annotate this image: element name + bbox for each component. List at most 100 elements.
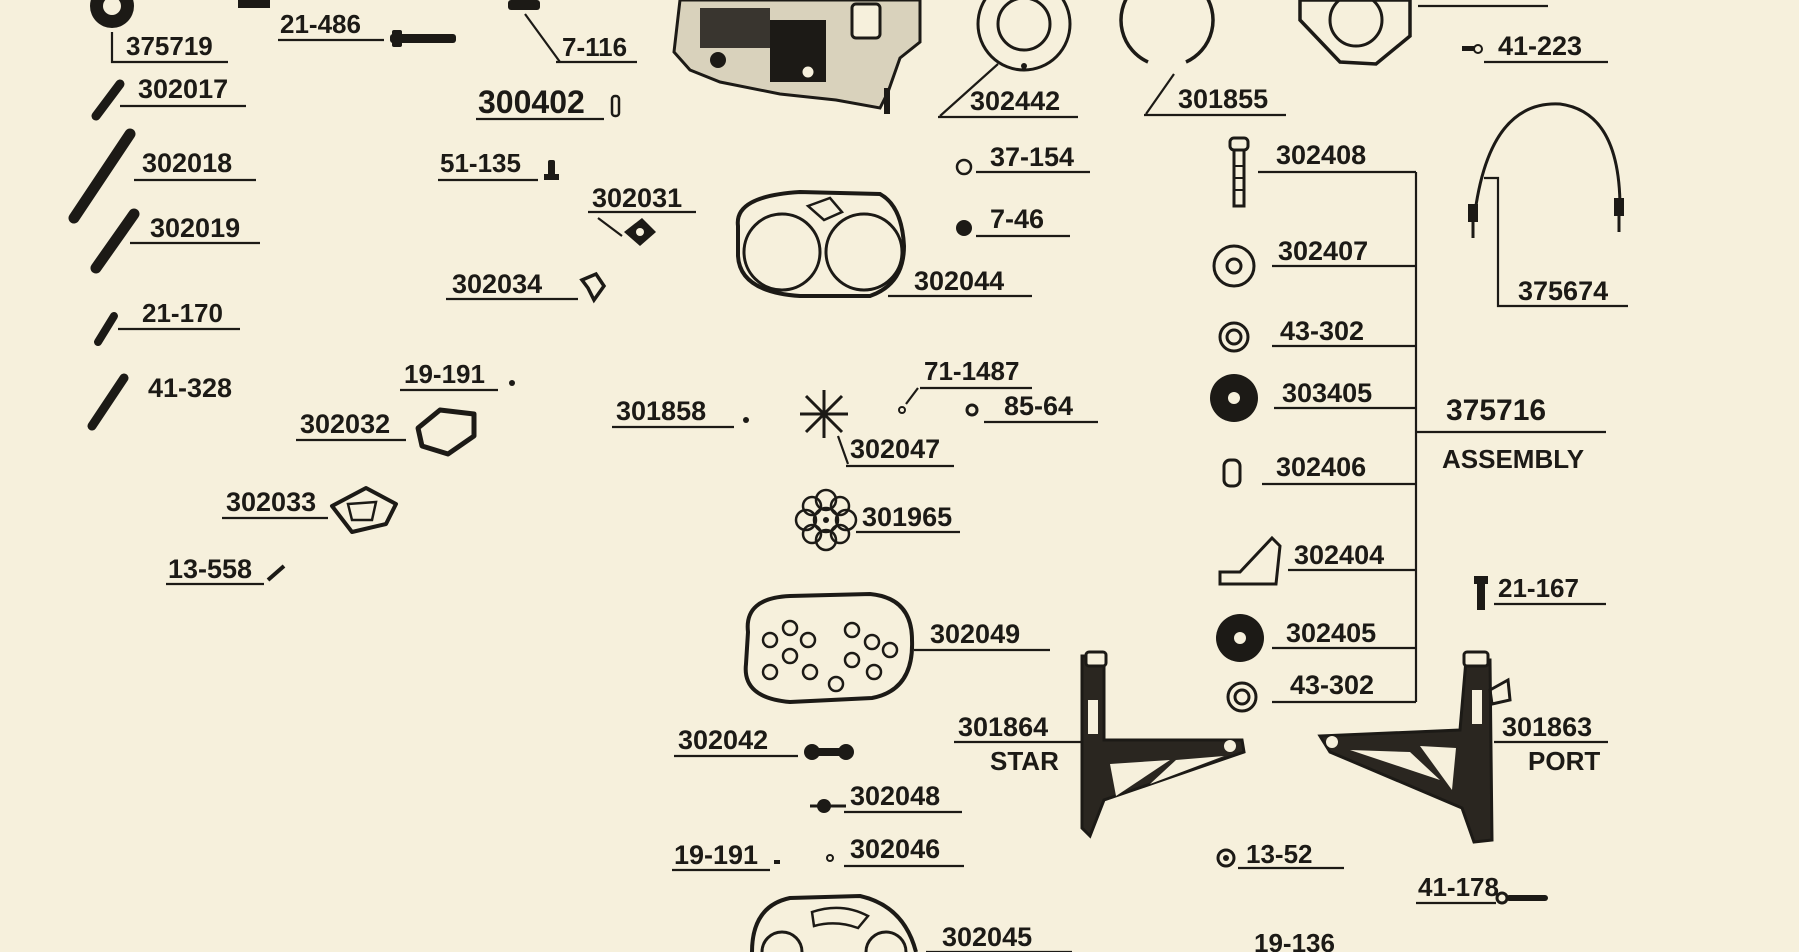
plate-302033: [330, 486, 398, 534]
label-star: STAR: [990, 746, 1059, 776]
washer-303405: [1210, 374, 1258, 422]
screw-21-486: [390, 30, 456, 47]
cable-375674: [1468, 102, 1624, 238]
label-13-52: 13-52: [1246, 839, 1313, 869]
gasket-302045: [750, 893, 918, 952]
plate-302442: [976, 0, 1072, 72]
washer-85-64: [965, 403, 979, 417]
bolt-302408: [1228, 136, 1250, 208]
label-301864: 301864: [958, 712, 1048, 742]
washer-302046: [826, 854, 834, 862]
clip-302031: [624, 218, 656, 246]
label-71-1487: 71-1487: [924, 356, 1019, 386]
label-port: PORT: [1528, 746, 1600, 776]
stud-302019: [90, 208, 140, 274]
label-21-486: 21-486: [280, 9, 361, 39]
label-13-558: 13-558: [168, 554, 252, 584]
label-302406: 302406: [1276, 452, 1366, 482]
carburettor-body: [672, 0, 922, 114]
washer-375719: [90, 0, 134, 28]
label-43-302-b: 43-302: [1290, 670, 1374, 700]
label-43-302-a: 43-302: [1280, 316, 1364, 346]
label-assembly: ASSEMBLY: [1442, 444, 1584, 474]
washer-43-302-b: [1226, 681, 1258, 713]
label-302442: 302442: [970, 86, 1060, 116]
stud-302018: [68, 128, 136, 224]
bracket-301863-port: [1317, 650, 1512, 844]
label-302031: 302031: [592, 183, 682, 213]
stud-41-328: [87, 373, 129, 431]
pin-300402: [610, 94, 621, 118]
label-375674: 375674: [1518, 276, 1608, 306]
label-21-167: 21-167: [1498, 573, 1579, 603]
label-302032: 302032: [300, 409, 390, 439]
label-7-116: 7-116: [562, 32, 627, 62]
part-top-fragment: [238, 0, 270, 8]
stud-302017: [91, 79, 125, 121]
label-7-46: 7-46: [990, 204, 1044, 234]
label-302407: 302407: [1278, 236, 1368, 266]
gasket-302049: [743, 591, 915, 705]
washer-13-52: [1216, 848, 1236, 868]
gasket-302032: [415, 407, 477, 457]
bracket-302404: [1218, 535, 1282, 586]
label-301965: 301965: [862, 502, 952, 532]
washer-302405: [1216, 614, 1264, 662]
screw-7-116: [508, 0, 540, 10]
label-302048: 302048: [850, 781, 940, 811]
flange-top-right: [1298, 0, 1412, 66]
label-300402: 300402: [478, 84, 585, 120]
label-41-328: 41-328: [148, 373, 232, 403]
label-21-170: 21-170: [142, 298, 223, 328]
flower-301965: [794, 488, 858, 552]
ball-19-191: [509, 380, 515, 386]
label-302019: 302019: [150, 213, 240, 243]
label-302047: 302047: [850, 434, 940, 464]
label-302044: 302044: [914, 266, 1004, 296]
spring-302034: [579, 271, 607, 304]
needle-302048: [810, 799, 846, 813]
label-302046: 302046: [850, 834, 940, 864]
label-301858: 301858: [616, 396, 706, 426]
washer-43-302-a: [1218, 321, 1250, 353]
label-302408: 302408: [1276, 140, 1366, 170]
label-302018: 302018: [142, 148, 232, 178]
pin-13-558: [266, 564, 286, 582]
pin-51-135: [544, 160, 559, 180]
label-41-178: 41-178: [1418, 872, 1499, 902]
bracket-301864-star: [1080, 650, 1246, 839]
washer-302407: [1212, 244, 1256, 288]
label-19-191-a: 19-191: [404, 359, 485, 389]
label-303405: 303405: [1282, 378, 1372, 408]
label-302042: 302042: [678, 725, 768, 755]
gasket-302044: [735, 189, 907, 298]
label-301863: 301863: [1502, 712, 1592, 742]
label-19-136: 19-136: [1254, 928, 1335, 952]
washer-37-154: [955, 158, 973, 176]
pin-41-223: [1462, 44, 1483, 54]
label-302049: 302049: [930, 619, 1020, 649]
link-302042: [804, 744, 854, 760]
label-302405: 302405: [1286, 618, 1376, 648]
label-302033: 302033: [226, 487, 316, 517]
ball-301858: [743, 417, 749, 423]
label-301855: 301855: [1178, 84, 1268, 114]
label-51-135: 51-135: [440, 148, 521, 178]
label-19-191-b: 19-191: [674, 840, 758, 870]
label-37-154: 37-154: [990, 142, 1074, 172]
label-302034: 302034: [452, 269, 542, 299]
label-302045: 302045: [942, 922, 1032, 952]
bolt-21-167: [1474, 576, 1488, 610]
label-41-223: 41-223: [1498, 31, 1582, 61]
label-302404: 302404: [1294, 540, 1384, 570]
nut-7-46: [956, 220, 972, 236]
label-85-64: 85-64: [1004, 391, 1073, 421]
ball-19-191-b: [774, 860, 780, 864]
stud-21-170: [94, 312, 118, 346]
label-375716: 375716: [1446, 394, 1546, 427]
label-375719: 375719: [126, 31, 213, 61]
star-302047: [800, 390, 848, 438]
bush-302406: [1222, 458, 1242, 488]
ring-301855: [1119, 0, 1215, 64]
